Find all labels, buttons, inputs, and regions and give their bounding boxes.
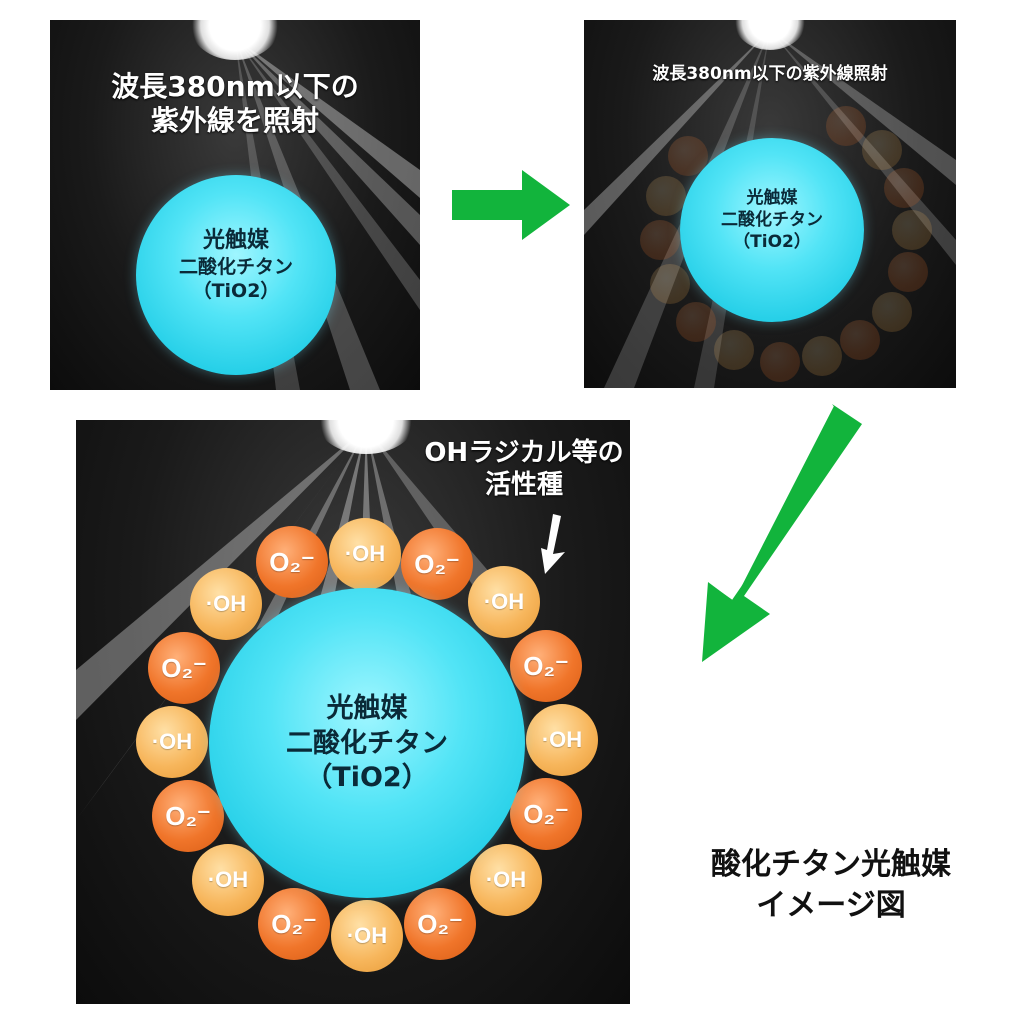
oh-molecule [892, 210, 932, 250]
oh-molecule [862, 130, 902, 170]
oh-molecule: ·OH [331, 900, 403, 972]
caption-line1: 酸化チタン光触媒 [711, 847, 951, 882]
o2-molecule: O₂⁻ [148, 632, 220, 704]
tio2-line2: 二酸化チタン [721, 209, 823, 230]
uv-label: 波長380nm以下の 紫外線を照射 [50, 70, 420, 138]
active-species-label: OHラジカル等の 活性種 [404, 438, 630, 501]
oh-molecule: ·OH [190, 568, 262, 640]
tio2-particle: 光触媒 二酸化チタン （TiO2） [136, 175, 336, 375]
o2-molecule [760, 342, 800, 382]
tio2-line1: 光触媒 [326, 693, 408, 724]
oh-molecule [872, 292, 912, 332]
arrow-right [452, 170, 570, 240]
uv-label-line1: 波長380nm以下の [111, 70, 359, 103]
oh-molecule [650, 264, 690, 304]
panel-uv-irradiation: 波長380nm以下の 紫外線を照射 光触媒 二酸化チタン （TiO2） [50, 20, 420, 390]
tio2-particle: 光触媒 二酸化チタン （TiO2） [209, 588, 525, 898]
tio2-line3: （TiO2） [733, 231, 811, 252]
uv-label: 波長380nm以下の紫外線照射 [584, 64, 956, 85]
o2-molecule [840, 320, 880, 360]
tio2-line2: 二酸化チタン [286, 727, 448, 759]
tio2-line2: 二酸化チタン [178, 256, 293, 279]
tio2-label: 光触媒 二酸化チタン （TiO2） [136, 227, 336, 304]
o2-molecule: O₂⁻ [152, 780, 224, 852]
oh-molecule: ·OH [470, 844, 542, 916]
active-species-line1: OHラジカル等の [424, 438, 624, 468]
active-species-line2: 活性種 [484, 469, 563, 500]
oh-molecule: ·OH [192, 844, 264, 916]
oh-molecule: ·OH [329, 518, 401, 590]
oh-molecule [646, 176, 686, 216]
uv-label-text: 波長380nm以下の紫外線照射 [652, 64, 888, 84]
o2-molecule [826, 106, 866, 146]
o2-molecule: O₂⁻ [404, 888, 476, 960]
tio2-label: 光触媒 二酸化チタン （TiO2） [209, 692, 525, 796]
tio2-line1: 光触媒 [202, 228, 269, 253]
tio2-line3: （TiO2） [192, 280, 280, 303]
uv-label-line2: 紫外線を照射 [150, 104, 319, 138]
panel-active-species: OHラジカル等の 活性種 ·OH O₂⁻ ·OH O₂⁻ ·OH O₂⁻ ·OH… [76, 420, 630, 1004]
o2-molecule: O₂⁻ [510, 778, 582, 850]
oh-molecule: ·OH [468, 566, 540, 638]
o2-molecule [676, 302, 716, 342]
o2-molecule: O₂⁻ [401, 528, 473, 600]
tio2-label: 光触媒 二酸化チタン （TiO2） [680, 188, 864, 253]
oh-molecule [714, 330, 754, 370]
oh-molecule: ·OH [526, 704, 598, 776]
caption-line2: イメージ図 [756, 887, 906, 923]
o2-molecule: O₂⁻ [258, 888, 330, 960]
tio2-particle: 光触媒 二酸化チタン （TiO2） [680, 138, 864, 322]
pointer-arrow-icon [541, 514, 565, 574]
o2-molecule: O₂⁻ [510, 630, 582, 702]
panel-radical-formation: 波長380nm以下の紫外線照射 光触媒 二酸化チタン （TiO2） [584, 20, 956, 388]
o2-molecule [884, 168, 924, 208]
figure-caption: 酸化チタン光触媒 イメージ図 [676, 845, 986, 926]
o2-molecule [888, 252, 928, 292]
o2-molecule [640, 220, 680, 260]
tio2-line3: （TiO2） [305, 762, 429, 794]
arrow-down-left [702, 404, 862, 662]
oh-molecule: ·OH [136, 706, 208, 778]
o2-molecule: O₂⁻ [256, 526, 328, 598]
oh-molecule [802, 336, 842, 376]
tio2-line1: 光触媒 [746, 188, 798, 208]
